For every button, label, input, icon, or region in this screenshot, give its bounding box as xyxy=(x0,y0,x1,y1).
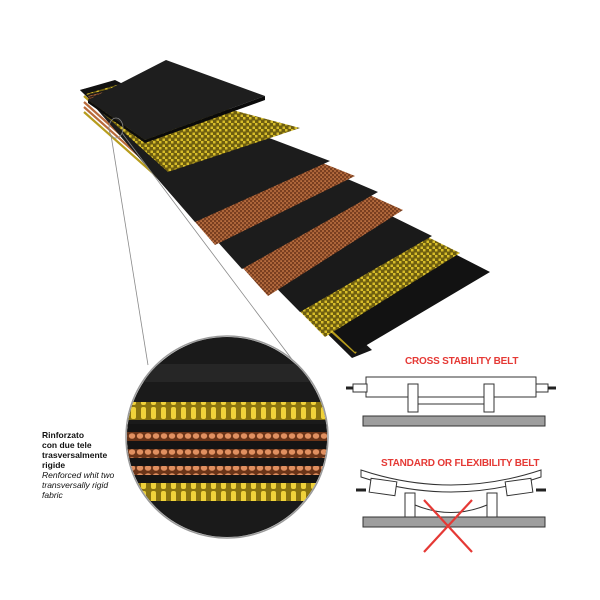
reinforcement-note: Rinforzato con due tele trasversalmente … xyxy=(42,430,162,500)
cut-copper-fabric-1 xyxy=(127,432,327,441)
cut-yellow-fabric-bottom xyxy=(127,483,327,501)
note-it-line-3: trasversalmente xyxy=(42,450,108,460)
top-cover-layer xyxy=(88,60,265,140)
cross-stability-label: CROSS STABILITY BELT xyxy=(405,356,519,367)
note-en-line-1: Renforced whit two xyxy=(42,470,115,480)
cut-copper-fabric-2 xyxy=(127,449,327,458)
zoom-connector xyxy=(108,117,316,391)
red-cross-mark xyxy=(423,499,473,553)
note-en-line-3: fabric xyxy=(42,490,63,500)
cut-yellow-fabric-top xyxy=(127,402,327,420)
note-en-line-2: transversally rigid xyxy=(42,480,109,490)
cross-stability-schematic xyxy=(346,376,556,427)
standard-belt-label: STANDARD OR FLEXIBILITY BELT xyxy=(381,458,540,469)
magnified-cross-section xyxy=(125,335,329,539)
note-it-line-1: Rinforzato xyxy=(42,430,85,440)
cut-copper-fabric-3 xyxy=(127,466,327,475)
note-it-line-4: rigide xyxy=(42,460,66,470)
note-it-line-2: con due tele xyxy=(42,440,92,450)
belt-layers xyxy=(80,60,490,352)
standard-belt-schematic xyxy=(356,469,546,528)
